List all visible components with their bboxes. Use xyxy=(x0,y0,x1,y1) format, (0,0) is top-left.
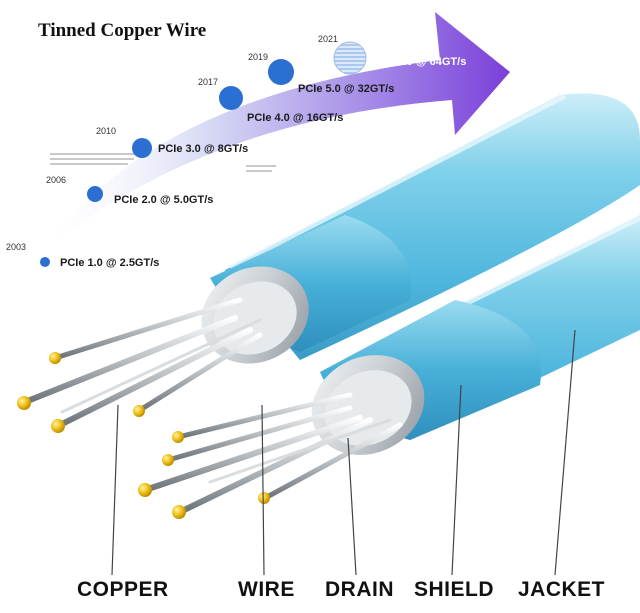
milestone-dot-icon xyxy=(87,186,103,202)
label-jacket: JACKET xyxy=(518,578,606,601)
callout-wire xyxy=(261,404,265,576)
milestone-label: PCIe 5.0 @ 32GT/s xyxy=(298,83,394,95)
callout-copper xyxy=(111,404,119,576)
milestone-label: PCIe 1.0 @ 2.5GT/s xyxy=(60,257,159,269)
copper-tip-icon xyxy=(258,492,270,504)
milestone-label: PCIe 4.0 @ 16GT/s xyxy=(247,112,343,124)
milestone-year: 2021 xyxy=(318,34,338,44)
cable-left xyxy=(201,93,640,364)
milestone-dot-icon xyxy=(219,86,243,110)
copper-tip-icon xyxy=(133,405,145,417)
label-copper: COPPER xyxy=(77,578,169,601)
label-wire: WIRE xyxy=(238,578,295,601)
milestone-label: PCIe 3.0 @ 8GT/s xyxy=(158,143,248,155)
copper-tip-icon xyxy=(49,352,61,364)
page-title: Tinned Copper Wire xyxy=(38,20,207,41)
fine-print xyxy=(50,153,276,172)
callout-jacket xyxy=(554,329,576,576)
timeline-arrow xyxy=(40,12,510,255)
milestone-dot-icon xyxy=(333,41,367,75)
milestone-dot-icon xyxy=(268,59,294,85)
copper-tip-icon xyxy=(17,396,31,410)
milestone-label: PCIe 6.0 @ 64GT/s xyxy=(370,56,466,68)
callout-drain xyxy=(347,437,357,576)
callout-shield xyxy=(451,384,462,576)
copper-tip-icon xyxy=(162,454,174,466)
copper-tip-icon xyxy=(138,483,152,497)
cable-right xyxy=(311,215,640,455)
label-shield: SHIELD xyxy=(414,578,495,601)
cable-right-wires xyxy=(138,392,403,519)
milestone-year: 2010 xyxy=(96,126,116,136)
milestone-dot-icon xyxy=(40,257,50,267)
callout-lines xyxy=(111,329,576,576)
milestone-label: PCIe 2.0 @ 5.0GT/s xyxy=(114,194,213,206)
copper-tip-icon xyxy=(172,431,184,443)
milestone-year: 2017 xyxy=(198,77,218,87)
label-drain: DRAIN xyxy=(325,578,394,601)
milestone-year: 2003 xyxy=(6,242,26,252)
copper-tip-icon xyxy=(51,419,65,433)
copper-tip-icon xyxy=(172,505,186,519)
milestone-year: 2019 xyxy=(248,52,268,62)
milestone-dot-icon xyxy=(132,138,152,158)
cable-left-wires xyxy=(17,297,263,433)
milestone-year: 2006 xyxy=(46,175,66,185)
